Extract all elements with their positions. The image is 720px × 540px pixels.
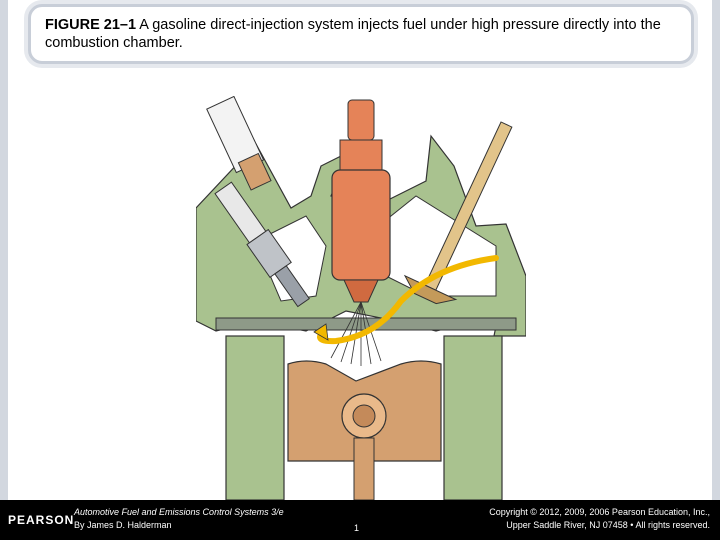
slide-border-left: [0, 0, 8, 500]
figure-caption: FIGURE 21–1 A gasoline direct-injection …: [45, 16, 677, 52]
block-right: [443, 335, 503, 500]
footer-book-info: Automotive Fuel and Emissions Control Sy…: [74, 506, 284, 532]
author: By James D. Halderman: [74, 520, 172, 530]
pearson-logo: PEARSON: [8, 513, 75, 527]
page-number: 1: [354, 523, 360, 533]
caption-box: FIGURE 21–1 A gasoline direct-injection …: [28, 4, 694, 64]
block-left: [225, 335, 285, 500]
copyright-line-1: Copyright © 2012, 2009, 2006 Pearson Edu…: [489, 507, 710, 517]
slide-border-right: [712, 0, 720, 500]
caption-body: A gasoline direct-injection system injec…: [45, 17, 661, 51]
slide-footer: PEARSON Automotive Fuel and Emissions Co…: [0, 500, 720, 540]
head-gasket: [215, 317, 517, 331]
spark-plug: [214, 181, 310, 308]
copyright-line-2: Upper Saddle River, NJ 07458 • All right…: [506, 520, 710, 530]
fuel-injector: [331, 99, 391, 303]
footer-copyright: Copyright © 2012, 2009, 2006 Pearson Edu…: [489, 506, 710, 532]
gdi-engine-illustration: [196, 96, 526, 500]
air-flow-arrow: [317, 255, 499, 345]
intake-valve: [403, 121, 513, 305]
ignition-coil: [206, 96, 272, 191]
connecting-rod: [353, 437, 375, 500]
figure-label: FIGURE 21–1: [45, 17, 137, 33]
book-title: Automotive Fuel and Emissions Control Sy…: [74, 507, 284, 517]
